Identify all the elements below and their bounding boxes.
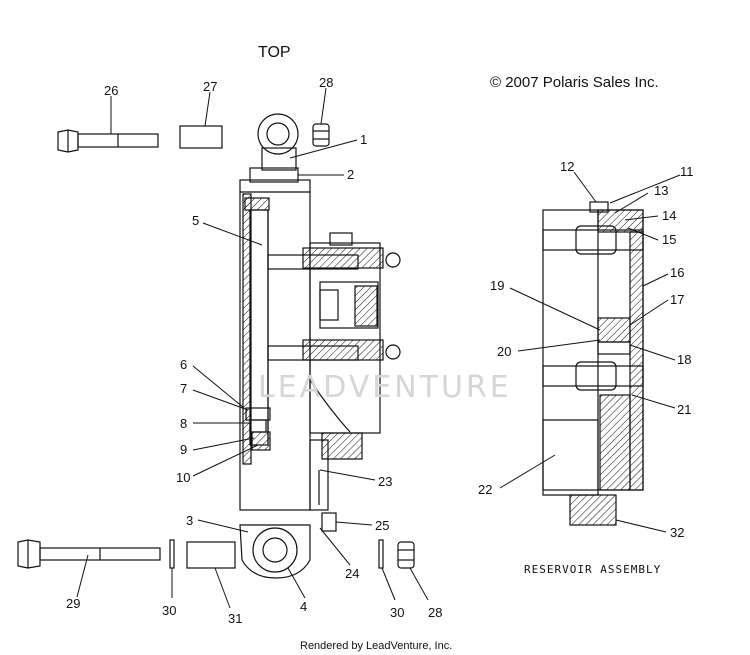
callout-25: 25 <box>375 518 390 533</box>
leader-lines <box>76 87 681 609</box>
callout-29: 29 <box>66 596 81 611</box>
bolt-29-shape <box>17 539 161 569</box>
washer-30-right-shape <box>378 539 384 569</box>
callout-28-top: 28 <box>319 75 334 90</box>
reservoir-caption: RESERVOIR ASSEMBLY <box>524 563 662 576</box>
washer-30-left-shape <box>169 539 175 569</box>
callout-9: 9 <box>180 442 188 457</box>
callout-10: 10 <box>176 470 191 485</box>
top-label: TOP <box>258 44 291 61</box>
callout-28-bottom: 28 <box>428 605 443 620</box>
callout-14: 14 <box>662 208 677 223</box>
callout-2: 2 <box>347 167 355 182</box>
callout-21: 21 <box>677 402 692 417</box>
callout-15: 15 <box>662 232 677 247</box>
bolt-26-shape <box>57 129 159 153</box>
nut-28-top-shape <box>312 123 330 147</box>
watermark-text: LEADVENTURE <box>258 370 512 405</box>
callout-27: 27 <box>203 79 218 94</box>
callout-11: 11 <box>680 164 694 179</box>
callout-30-right: 30 <box>390 605 405 620</box>
spacer-27-shape <box>179 125 223 149</box>
callout-32: 32 <box>670 525 685 540</box>
callout-4: 4 <box>300 599 308 614</box>
callout-1: 1 <box>360 132 368 147</box>
callout-5: 5 <box>192 213 200 228</box>
callout-22: 22 <box>478 482 493 497</box>
spacer-31-shape <box>186 541 236 569</box>
callout-31: 31 <box>228 611 243 626</box>
footer-text: Rendered by LeadVenture, Inc. <box>300 640 453 652</box>
shock-body-shape <box>239 113 401 579</box>
callout-26: 26 <box>104 83 119 98</box>
callout-18: 18 <box>677 352 692 367</box>
callout-30-left: 30 <box>162 603 177 618</box>
callout-3: 3 <box>186 513 194 528</box>
callout-17: 17 <box>670 292 685 307</box>
callout-13: 13 <box>654 183 669 198</box>
callout-8: 8 <box>180 416 188 431</box>
callout-23: 23 <box>378 474 393 489</box>
callout-24: 24 <box>345 566 360 581</box>
reservoir-assembly-shape <box>542 201 644 526</box>
callout-6: 6 <box>180 357 188 372</box>
callout-7: 7 <box>180 381 188 396</box>
copyright-text: © 2007 Polaris Sales Inc. <box>490 74 659 91</box>
nut-28-bottom-shape <box>397 541 415 569</box>
callout-20: 20 <box>497 344 512 359</box>
callout-16: 16 <box>670 265 685 280</box>
callout-19: 19 <box>490 278 505 293</box>
callout-12: 12 <box>560 159 575 174</box>
